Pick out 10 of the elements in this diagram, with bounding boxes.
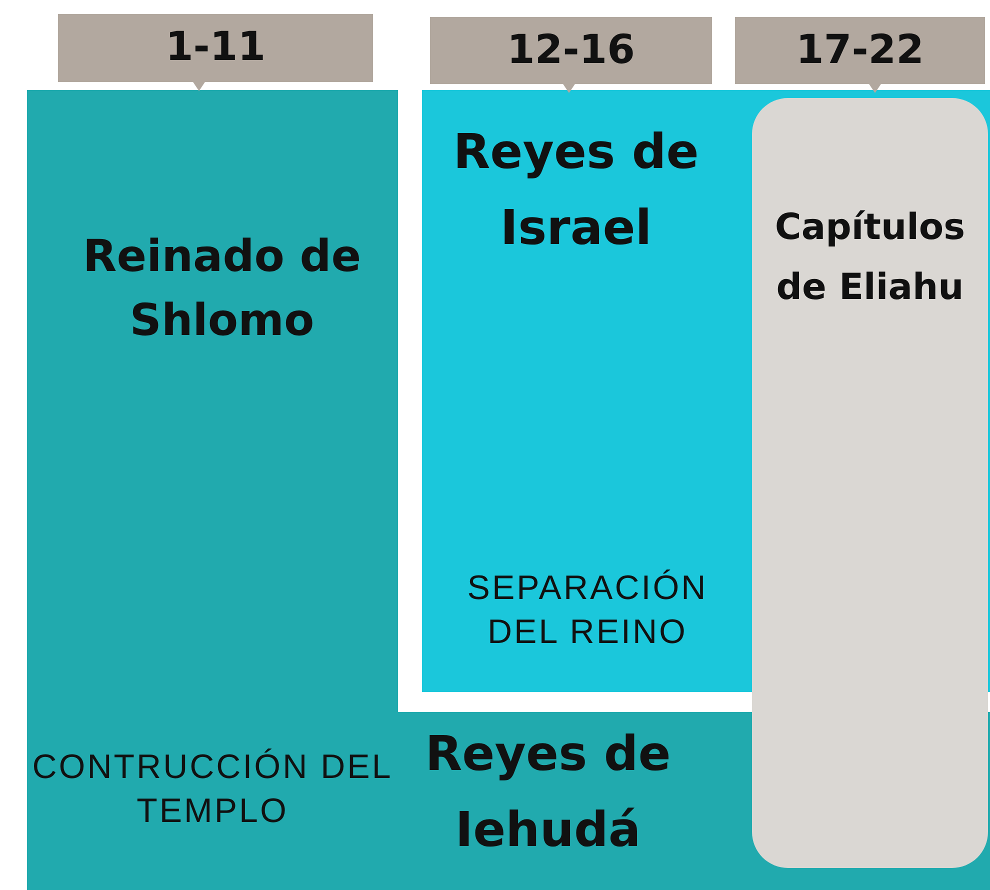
chapter-tag: 1-11	[58, 14, 373, 82]
section-title: Reyes de Israel	[452, 123, 700, 258]
chapter-tag: 17-22	[735, 17, 985, 84]
section-card	[752, 98, 988, 868]
chapter-tag: 12-16	[430, 17, 712, 84]
section-title: Reyes de Iehudá	[424, 725, 672, 860]
section-note: SEPARACIÓN DEL REINO	[466, 568, 709, 653]
section-note: CONTRUCCIÓN DEL TEMPLO	[31, 747, 394, 832]
section-title: Reinado de Shlomo	[82, 230, 362, 348]
section-title: Capítulos de Eliahu	[774, 206, 966, 310]
